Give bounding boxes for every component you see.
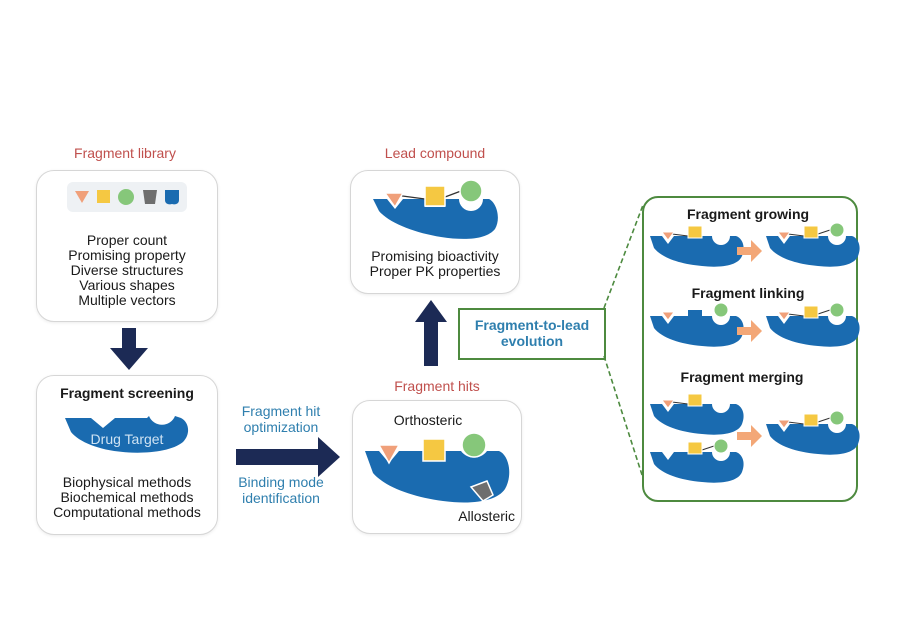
allosteric-fragment-icon (469, 480, 494, 502)
library-properties: Proper count Promising property Diverse … (37, 233, 217, 308)
merging-before-diagram-1 (650, 393, 744, 435)
label-line: optimization (243, 419, 319, 435)
merging-before-diagram-2 (650, 438, 744, 483)
label-line: Fragment hit (241, 403, 321, 419)
fragment-hits-card: Orthosteric Allosteric (352, 400, 522, 534)
fragment-to-lead-evolution-box: Fragment-to-lead evolution (458, 308, 606, 360)
lead-protein-diagram (373, 179, 498, 239)
library-property: Various shapes (79, 277, 175, 293)
trapezoid-fragment-icon (143, 190, 157, 204)
label-line: evolution (500, 333, 564, 349)
fragment-icons (75, 189, 179, 205)
strategy-title-growing: Fragment growing (686, 206, 810, 222)
fragment-library-title: Fragment library (74, 145, 176, 161)
lead-property: Promising bioactivity (371, 248, 499, 264)
lead-properties: Promising bioactivity Proper PK properti… (351, 249, 519, 279)
triangle-fragment-icon (383, 192, 405, 209)
label-line: Fragment-to-lead (474, 317, 590, 333)
merging-after-diagram (766, 410, 860, 455)
library-property: Promising property (68, 247, 186, 263)
strategy-title-linking: Fragment linking (691, 285, 805, 301)
drug-target-protein (65, 416, 189, 453)
step-arrow-icon (737, 320, 762, 342)
fragment-hit-optimization-label: Fragment hit optimization (222, 403, 340, 435)
circle-fragment-icon (118, 189, 134, 205)
triangle-fragment-icon (377, 444, 401, 465)
lead-compound-card: Promising bioactivity Proper PK properti… (350, 170, 520, 294)
orthosteric-label: Orthosteric (393, 412, 463, 428)
screening-methods: Biophysical methods Biochemical methods … (37, 475, 217, 520)
fragment-screening-card: Fragment screening Drug Target Biophysic… (36, 375, 218, 535)
step-arrow-icon (737, 425, 762, 447)
circle-fragment-icon (461, 432, 487, 458)
fragment-library-card: Proper count Promising property Diverse … (36, 170, 218, 322)
library-property: Multiple vectors (78, 292, 176, 308)
binding-mode-identification-label: Binding mode identification (222, 474, 340, 506)
lead-compound-title: Lead compound (384, 145, 486, 161)
fragment-screening-title: Fragment screening (60, 385, 194, 401)
hits-protein-diagram (365, 432, 510, 503)
linking-before-diagram (650, 302, 744, 347)
label-line: Binding mode (238, 474, 324, 490)
square-fragment-icon (97, 190, 110, 203)
up-arrow-icon (415, 300, 447, 366)
screening-method: Computational methods (53, 504, 201, 520)
library-property: Diverse structures (70, 262, 184, 278)
growing-after-diagram (766, 222, 860, 267)
strategy-title-merging: Fragment merging (680, 369, 804, 385)
shield-fragment-icon (165, 190, 179, 205)
step-arrow-icon (737, 240, 762, 262)
triangle-fragment-icon (75, 191, 89, 203)
drug-target-label: Drug Target (90, 431, 164, 447)
down-arrow-icon (110, 328, 148, 370)
growing-before-diagram (650, 225, 744, 267)
library-property: Proper count (86, 232, 168, 248)
screening-method: Biochemical methods (60, 489, 194, 505)
square-fragment-icon (422, 438, 446, 462)
fragment-hits-title: Fragment hits (394, 378, 480, 394)
linking-after-diagram (766, 302, 860, 347)
label-line: identification (242, 490, 320, 506)
allosteric-label: Allosteric (458, 508, 515, 524)
right-arrow-icon (236, 437, 340, 477)
square-fragment-icon (424, 185, 446, 207)
screening-method: Biophysical methods (62, 474, 192, 490)
circle-fragment-icon (459, 179, 483, 203)
evolution-label: Fragment-to-lead evolution (460, 317, 604, 349)
lead-property: Proper PK properties (369, 263, 501, 279)
